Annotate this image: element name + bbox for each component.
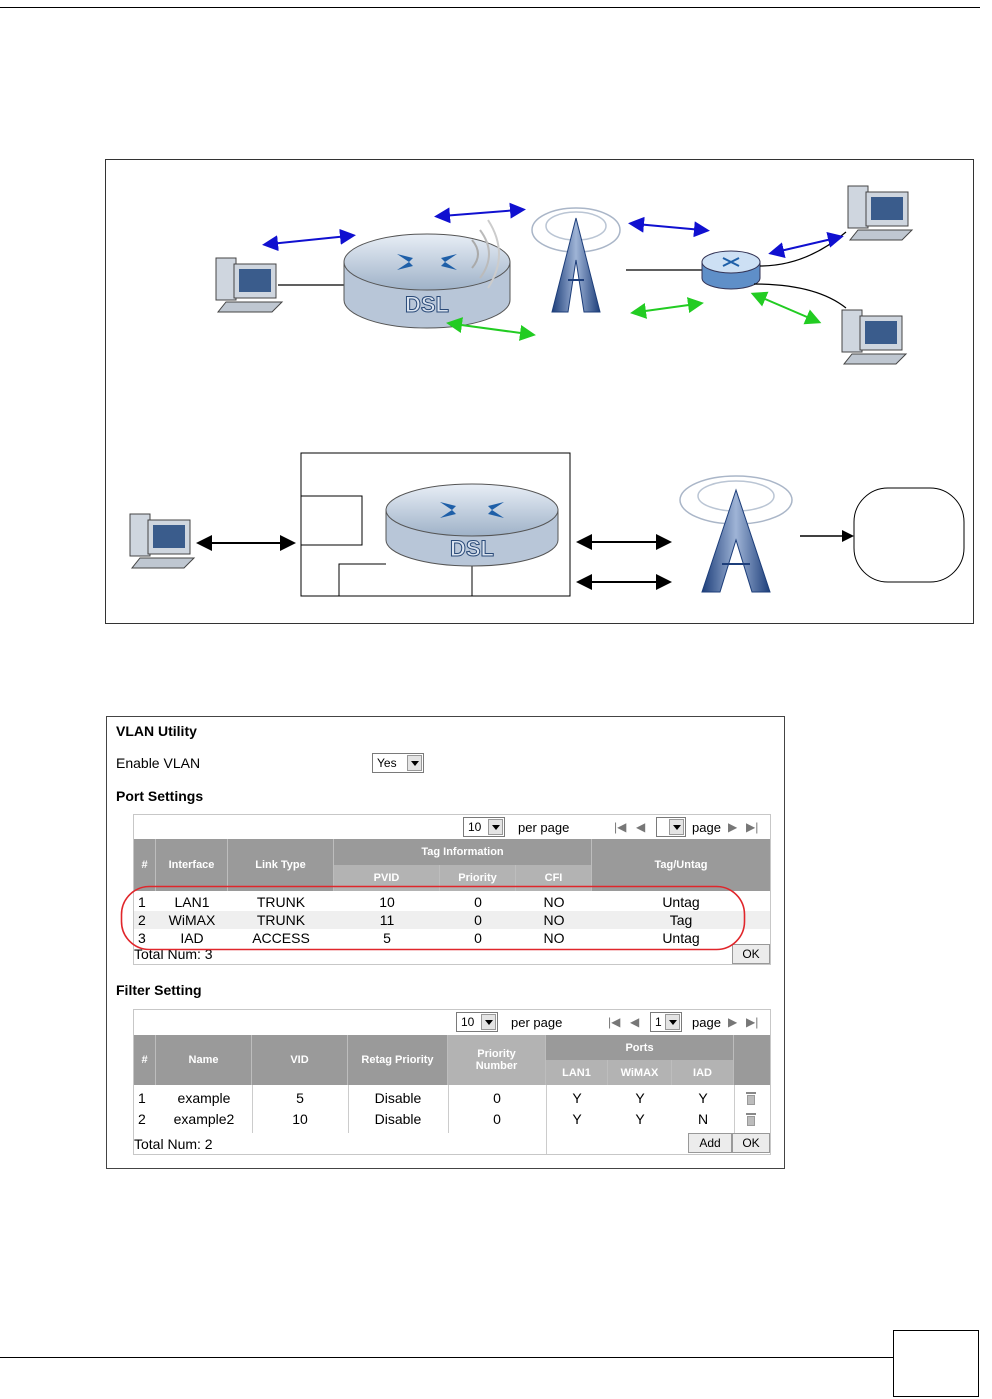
trash-icon[interactable] <box>745 1091 757 1105</box>
col-priority-number: Priority Number <box>448 1035 546 1085</box>
svg-text:DSL: DSL <box>450 536 494 561</box>
per-page-select[interactable]: 10 <box>456 1012 498 1032</box>
prev-page-icon[interactable]: ◀ <box>636 820 646 834</box>
table-row[interactable]: 3 IAD ACCESS 5 0 NO Untag <box>138 930 700 946</box>
port-settings-table: 10 per page |◀ ◀ page ▶ ▶| # Interface L… <box>120 814 771 965</box>
ok-button[interactable]: OK <box>732 944 770 964</box>
pc-icon <box>129 513 196 569</box>
col-wimax: WiMAX <box>608 1060 672 1085</box>
header-rule <box>0 7 980 8</box>
page-number-box <box>893 1330 979 1397</box>
cloud-shape <box>853 487 965 583</box>
col-num: # <box>134 1035 156 1085</box>
col-num: # <box>134 839 156 891</box>
table-header: # Name VID Retag Priority Priority Numbe… <box>134 1035 770 1085</box>
chevron-down-icon <box>665 1014 680 1030</box>
col-name: Name <box>156 1035 252 1085</box>
footer-rule <box>0 1357 893 1358</box>
svg-text:DSL: DSL <box>405 292 449 317</box>
page-label: page <box>692 1015 721 1030</box>
per-page-label: per page <box>511 1015 563 1030</box>
chevron-down-icon <box>481 1014 496 1030</box>
col-tag-information: Tag Information <box>334 839 592 865</box>
dsl-router-icon: DSL <box>343 233 511 329</box>
page-select[interactable] <box>656 817 686 837</box>
first-page-icon[interactable]: |◀ <box>614 820 627 834</box>
page-select[interactable]: 1 <box>650 1012 682 1032</box>
table-row[interactable]: 1 LAN1 TRUNK 10 0 NO Untag <box>138 894 700 910</box>
vlan-utility-panel: VLAN Utility Enable VLAN Yes Port Settin… <box>106 716 785 1169</box>
table-header: # Interface Link Type Tag Information PV… <box>134 839 770 891</box>
col-retag-priority: Retag Priority <box>348 1035 448 1085</box>
wimax-tower-icon <box>679 475 793 593</box>
col-interface: Interface <box>156 839 228 891</box>
network-diagram: DSL <box>105 159 974 624</box>
enable-vlan-select[interactable]: Yes <box>372 753 424 773</box>
next-page-icon[interactable]: ▶ <box>728 1015 738 1029</box>
ok-button[interactable]: OK <box>732 1133 770 1153</box>
port-settings-title: Port Settings <box>116 788 204 804</box>
chevron-down-icon <box>407 755 422 771</box>
total-count: Total Num: 2 <box>134 1136 213 1152</box>
trash-icon[interactable] <box>745 1112 757 1126</box>
table-row[interactable]: 1 example 5 Disable 0 Y Y Y <box>134 1089 770 1110</box>
switch-icon <box>701 250 761 290</box>
page-title: VLAN Utility <box>116 723 197 739</box>
first-page-icon[interactable]: |◀ <box>608 1015 621 1029</box>
enable-vlan-label: Enable VLAN <box>116 755 201 771</box>
table-row[interactable]: 2 example2 10 Disable 0 Y Y N <box>134 1110 770 1131</box>
prev-page-icon[interactable]: ◀ <box>630 1015 640 1029</box>
col-delete <box>734 1035 770 1085</box>
page-label: page <box>692 820 721 835</box>
col-tag-untag: Tag/Untag <box>654 859 708 871</box>
add-button[interactable]: Add <box>688 1133 732 1153</box>
pc-icon <box>841 309 908 365</box>
last-page-icon[interactable]: ▶| <box>746 820 759 834</box>
filter-setting-table: 10 per page |◀ ◀ 1 page ▶ ▶| # Name VID … <box>133 1009 771 1155</box>
col-lan1: LAN1 <box>546 1060 608 1085</box>
last-page-icon[interactable]: ▶| <box>746 1015 759 1029</box>
dsl-router-icon: DSL <box>385 483 559 567</box>
col-link-type: Link Type <box>228 839 334 891</box>
table-row[interactable]: 2 WiMAX TRUNK 11 0 NO Tag <box>134 911 770 929</box>
filter-setting-title: Filter Setting <box>116 982 202 998</box>
highlight-outline <box>120 885 746 951</box>
pc-icon <box>215 257 284 313</box>
pc-icon <box>847 185 914 241</box>
next-page-icon[interactable]: ▶ <box>728 820 738 834</box>
per-page-select[interactable]: 10 <box>463 817 505 837</box>
per-page-label: per page <box>518 820 570 835</box>
col-vid: VID <box>252 1035 348 1085</box>
chevron-down-icon <box>669 819 684 835</box>
wimax-tower-icon <box>531 207 621 313</box>
col-iad: IAD <box>672 1060 734 1085</box>
col-ports: Ports <box>546 1035 734 1060</box>
chevron-down-icon <box>488 819 503 835</box>
